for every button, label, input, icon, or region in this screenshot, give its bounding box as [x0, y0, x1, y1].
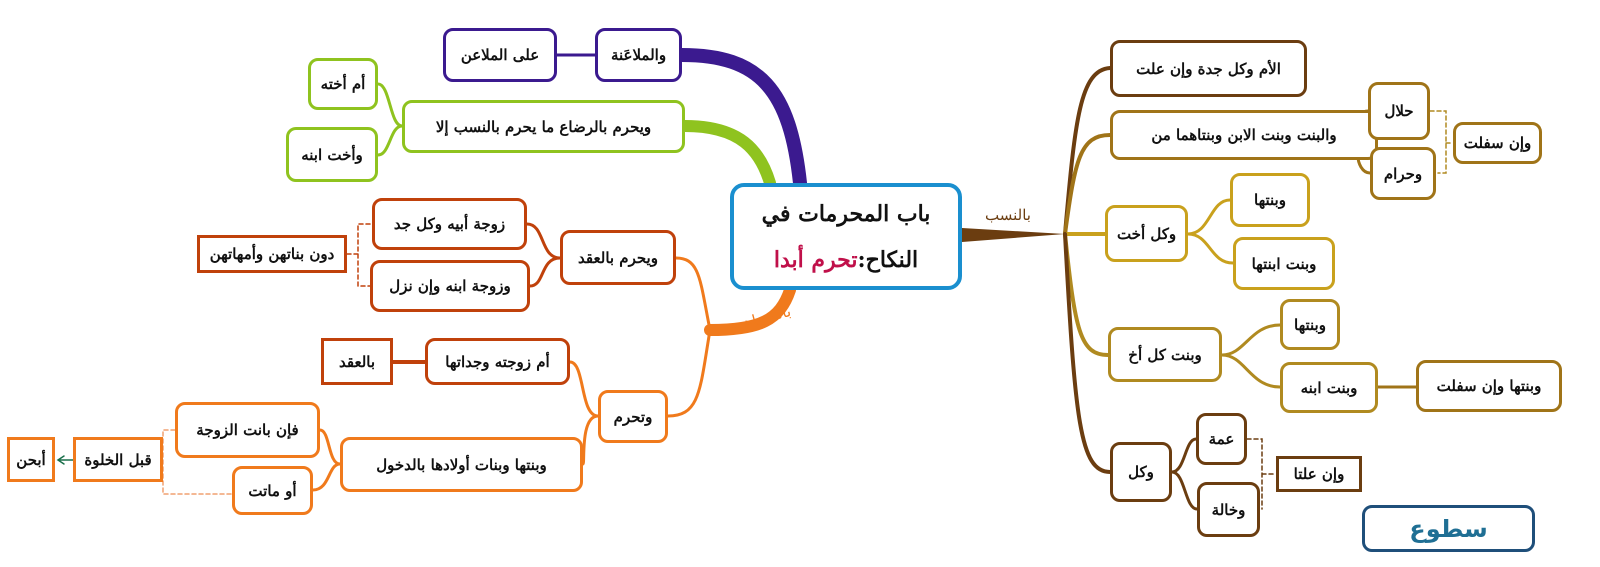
branch-label-nasab: بالنسب — [985, 206, 1031, 224]
node-wa-in-alata[interactable]: وإن علتا — [1276, 456, 1362, 492]
node-wa-in-safulat[interactable]: وإن سفلت — [1453, 122, 1542, 164]
node-tahrum-c2b[interactable]: أو ماتت — [232, 466, 313, 515]
node-sister[interactable]: وكل أخت — [1105, 205, 1188, 262]
purple-branch — [675, 48, 807, 190]
node-radaa-ex1[interactable]: أم أخته — [308, 58, 378, 110]
node-brother-desc[interactable]: وبنتها وإن سفلت — [1416, 360, 1562, 412]
node-brother-daughter-son[interactable]: وبنت ابنه — [1280, 362, 1378, 413]
node-mulaana[interactable]: والملاعَنة — [595, 28, 682, 82]
node-khala[interactable]: وخالة — [1197, 482, 1260, 537]
node-sister-daughter[interactable]: وبنتها — [1230, 173, 1310, 227]
node-aqd-c1[interactable]: زوجة أبيه وكل جد — [372, 198, 527, 250]
node-brother-daughter-daughter[interactable]: وبنتها — [1280, 299, 1340, 350]
node-mulaana-sub[interactable]: على الملاعن — [443, 28, 557, 82]
link-daughter — [1063, 133, 1112, 236]
node-aqd-note[interactable]: دون بناتهن وأمهاتهن — [197, 235, 347, 273]
node-amma[interactable]: عمة — [1196, 413, 1247, 465]
node-tahrum[interactable]: وتحرم — [598, 390, 668, 443]
title-prefix: النكاح: — [857, 246, 919, 273]
node-tahrum-c2a[interactable]: فإن بانت الزوجة — [175, 402, 320, 458]
brand-logo: سطوع — [1362, 505, 1535, 552]
node-before-khalwa[interactable]: قبل الخلوة — [73, 437, 163, 482]
node-tahrum-c1[interactable]: أم زوجته وجداتها — [425, 338, 570, 385]
node-result[interactable]: أبحن — [7, 437, 55, 482]
title-line2: النكاح:تحرم أبدا — [774, 237, 918, 283]
node-mother[interactable]: الأم وكل جدة وإن علت — [1110, 40, 1307, 97]
node-aqd[interactable]: ويحرم بالعقد — [560, 230, 676, 285]
node-halal[interactable]: حلال — [1368, 82, 1430, 140]
central-topic[interactable]: باب المحرمات في النكاح:تحرم أبدا — [730, 183, 962, 290]
node-daughter[interactable]: والبنت وبنت الابن وبنتاهما من — [1110, 110, 1378, 160]
node-tahrum-c1-note[interactable]: بالعقد — [321, 338, 393, 385]
node-sister-granddaughter[interactable]: وبنت ابنتها — [1233, 237, 1335, 290]
node-brother-daughter[interactable]: وبنت كل أخ — [1108, 327, 1222, 382]
node-haram[interactable]: وحرام — [1370, 147, 1436, 200]
link-wakul — [1063, 232, 1112, 474]
node-radaa-ex2[interactable]: وأخت ابنه — [286, 127, 378, 182]
orange-branch — [704, 284, 796, 336]
node-tahrum-c2[interactable]: وبنتها وبنات أولادها بالدخول — [340, 437, 583, 492]
node-radaa[interactable]: ويحرم بالرضاع ما يحرم بالنسب إلا — [402, 100, 685, 153]
title-line1: باب المحرمات في — [761, 200, 931, 227]
link-mother — [1063, 66, 1112, 236]
node-aqd-c2[interactable]: وزوجة ابنه وإن نزل — [370, 260, 530, 312]
node-wakul[interactable]: وكل — [1110, 442, 1172, 502]
green-branch — [679, 120, 776, 189]
title-highlight: تحرم أبدا — [773, 246, 858, 273]
nasab-stem — [962, 228, 1065, 242]
logo-text: سطوع — [1409, 514, 1488, 543]
